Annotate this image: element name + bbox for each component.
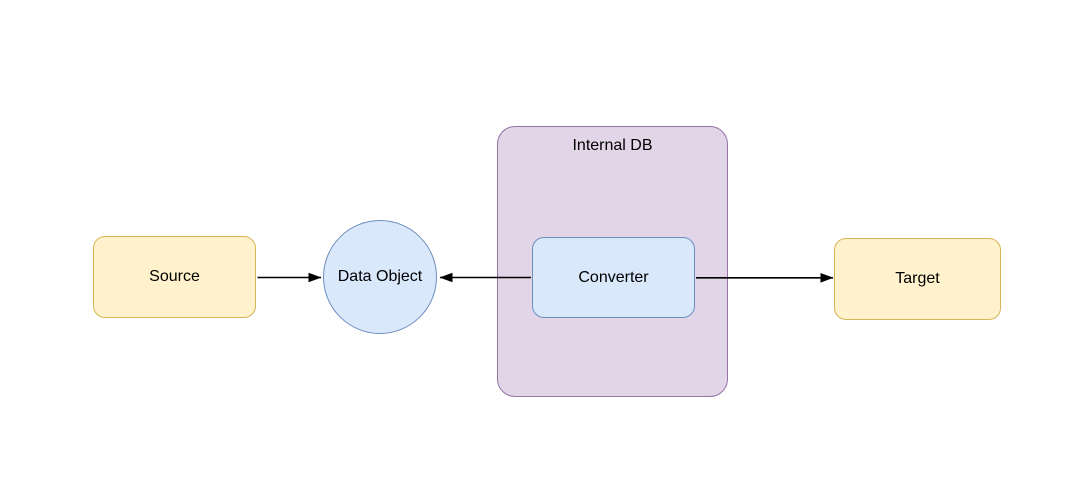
node-data-object-label: Data Object xyxy=(337,268,423,286)
node-source[interactable]: Source xyxy=(93,236,256,318)
node-converter[interactable]: Converter xyxy=(532,237,695,318)
node-converter-label: Converter xyxy=(578,268,649,286)
node-internal-db-label: Internal DB xyxy=(572,137,653,154)
node-data-object[interactable]: Data Object xyxy=(323,220,437,334)
node-source-label: Source xyxy=(149,268,200,286)
node-target-label: Target xyxy=(895,270,940,288)
node-target[interactable]: Target xyxy=(834,238,1001,320)
